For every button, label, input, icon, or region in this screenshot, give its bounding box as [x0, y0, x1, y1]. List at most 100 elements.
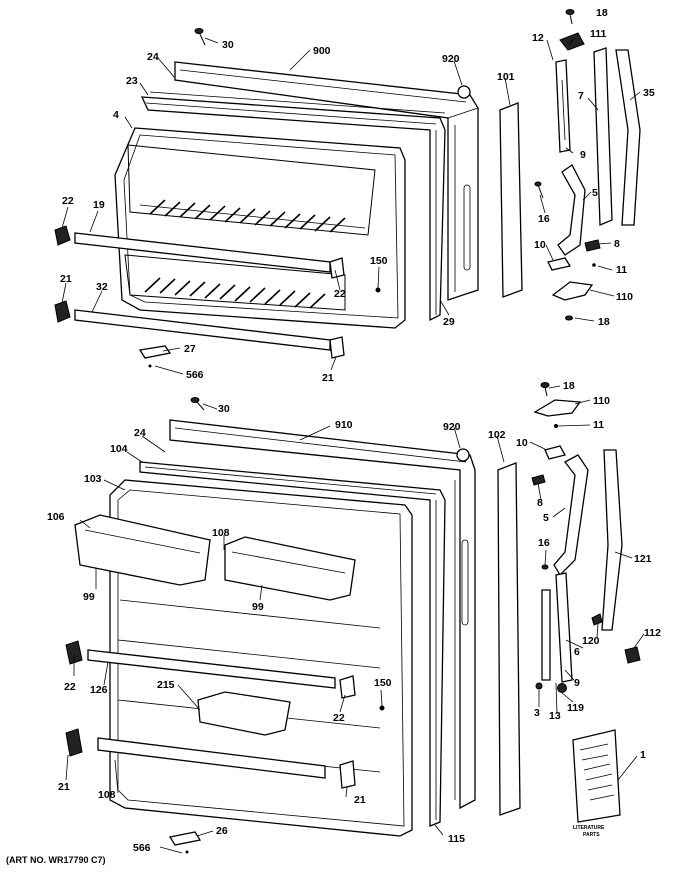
fresh-food-clip-22-right	[339, 675, 356, 699]
callout-108-upper: 108	[212, 527, 230, 539]
freezer-door-outer-panel	[174, 61, 479, 301]
callouts: 30 900 24 23 4 920 101 18 12 111 7 35 9 …	[6, 7, 661, 865]
freezer-shelf-bar-32	[74, 309, 331, 351]
callout-30-lower: 30	[218, 403, 230, 415]
fresh-food-door-assembly	[65, 397, 476, 854]
freezer-clip-22-left	[54, 225, 71, 246]
callout-101: 101	[497, 71, 515, 83]
fresh-food-hinge-5	[553, 454, 589, 577]
callout-99-left: 99	[83, 591, 95, 603]
callout-120: 120	[582, 635, 600, 647]
fresh-food-handle-cap-920	[456, 448, 470, 462]
callout-12: 12	[532, 32, 544, 44]
freezer-clip-21-left	[54, 300, 71, 323]
callout-22-upper-left: 22	[62, 195, 74, 207]
callout-110-upper: 110	[616, 291, 633, 303]
freezer-clip-22-right	[329, 257, 345, 279]
fresh-food-hinge-plug-26	[168, 831, 202, 846]
callout-108-lower: 108	[98, 789, 116, 801]
literature-caption-1: LITERATURE	[573, 825, 605, 831]
bushing-8	[584, 239, 601, 252]
callout-22-lower-left: 22	[64, 681, 76, 693]
hinge-shim-10	[547, 257, 572, 271]
fresh-food-hinge-parts	[497, 382, 641, 816]
freezer-gasket	[140, 96, 446, 322]
fresh-food-door-outer-panel	[169, 419, 476, 810]
fresh-food-gasket	[139, 461, 446, 827]
dairy-door-99-right	[224, 536, 356, 601]
freezer-shelf-ribs-lower	[144, 277, 326, 309]
callout-10-upper: 10	[534, 239, 546, 251]
callout-30-upper: 30	[222, 39, 234, 51]
callout-21-lower-left: 21	[58, 781, 70, 793]
freezer-door-assembly	[54, 28, 479, 368]
hinge-bracket-110	[551, 281, 594, 301]
callout-10-lower: 10	[516, 437, 528, 449]
fresh-food-clip-22-left	[65, 640, 83, 665]
fresh-food-shelf-bar-126	[87, 649, 336, 689]
callout-22-lower-right: 22	[333, 712, 345, 724]
callout-920-upper: 920	[442, 53, 460, 65]
gasket-strip-121	[601, 449, 623, 631]
callout-910: 910	[335, 419, 353, 431]
callout-1: 1	[640, 749, 646, 761]
freezer-hinge-5	[557, 164, 586, 256]
callout-566-upper: 566	[186, 369, 204, 381]
callout-102: 102	[488, 429, 506, 441]
callout-8-lower: 8	[537, 497, 543, 509]
callout-16-lower: 16	[538, 537, 550, 549]
callout-111: 111	[590, 28, 607, 40]
callout-4: 4	[113, 109, 119, 121]
callout-110-lower: 110	[593, 395, 610, 407]
bushing-8-lower	[531, 474, 546, 486]
callout-16-upper: 16	[538, 213, 550, 225]
freezer-shelf-bar-19	[74, 232, 331, 273]
callout-150-upper: 150	[370, 255, 388, 267]
callout-27: 27	[184, 343, 196, 355]
callout-13: 13	[549, 710, 561, 722]
gasket-strip-35	[615, 49, 641, 226]
cap-119	[557, 683, 567, 693]
callout-8-upper: 8	[614, 238, 620, 250]
callout-18-mid: 18	[598, 316, 610, 328]
callout-19: 19	[93, 199, 105, 211]
callout-103: 103	[84, 473, 102, 485]
fresh-food-clip-21-left	[65, 728, 83, 757]
freezer-shelf-ribs-upper	[149, 199, 346, 233]
callout-35: 35	[643, 87, 655, 99]
cap-112	[624, 646, 641, 664]
hinge-bar-7	[593, 47, 613, 226]
callout-18-top: 18	[596, 7, 608, 19]
callout-566-lower: 566	[133, 842, 151, 854]
callout-11-upper: 11	[616, 264, 627, 276]
literature-caption-2: PARTS	[583, 832, 600, 838]
fresh-food-shelf-bar-108	[97, 737, 326, 779]
literature-booklet: LITERATURE PARTS	[572, 729, 621, 838]
freezer-clip-21-right	[329, 336, 345, 359]
hinge-rod-6	[555, 572, 573, 683]
callout-126: 126	[90, 684, 108, 696]
callout-21-upper-left: 21	[60, 273, 72, 285]
hinge-rod-3	[541, 589, 551, 681]
callout-22-upper-right: 22	[334, 288, 346, 300]
callout-215: 215	[157, 679, 175, 691]
art-number: (ART NO. WR17790 C7)	[6, 855, 106, 865]
callout-920-lower: 920	[443, 421, 461, 433]
callout-121: 121	[634, 553, 652, 565]
leader-lines	[61, 37, 645, 854]
callout-24-upper: 24	[147, 51, 159, 63]
dairy-door-99-left	[74, 514, 211, 586]
callout-18-lower: 18	[563, 380, 575, 392]
callout-26: 26	[216, 825, 228, 837]
callout-900: 900	[313, 45, 331, 57]
freezer-hinge-plug-27	[138, 345, 172, 359]
callout-119: 119	[567, 702, 584, 714]
callout-32: 32	[96, 281, 108, 293]
freezer-door-trim-101	[499, 102, 523, 298]
callout-5-lower: 5	[543, 512, 549, 524]
freezer-handle-cap-920	[457, 85, 471, 99]
callout-112: 112	[644, 627, 661, 639]
callout-29: 29	[443, 316, 455, 328]
hinge-shim-10-lower	[544, 445, 566, 460]
